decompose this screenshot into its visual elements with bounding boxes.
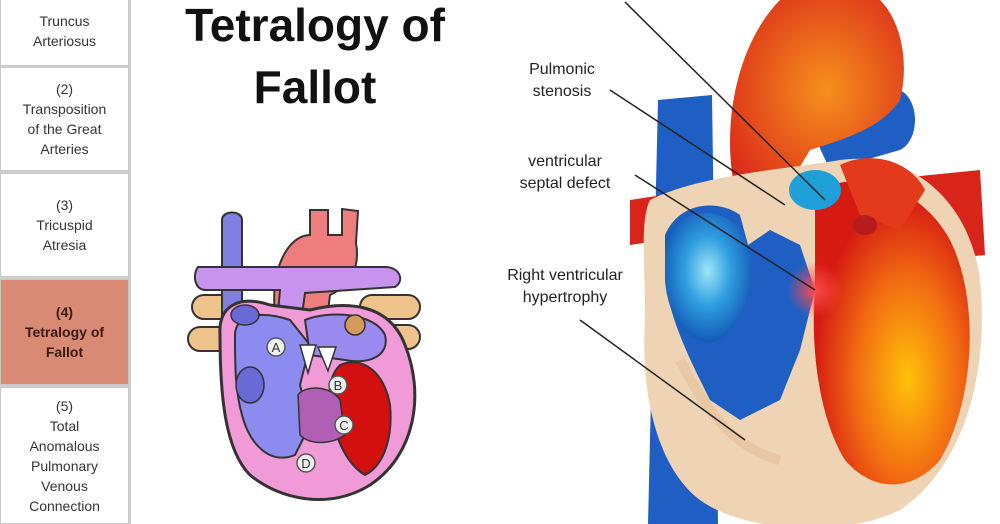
valve-leaflets bbox=[299, 344, 338, 376]
label-pulmonic-1: Pulmonic bbox=[529, 61, 595, 78]
label-rvh-1: Right ventricular bbox=[507, 267, 623, 284]
coronary-sinus-oval bbox=[235, 366, 265, 404]
leader-line-vsd bbox=[634, 174, 816, 291]
svg-text:A: A bbox=[272, 340, 281, 355]
pulmonary-vein-ostium bbox=[344, 314, 366, 336]
sidebar-item-tetralogy-of-fallot[interactable]: (4) Tetralogy of Fallot bbox=[0, 279, 129, 385]
small-heart-diagram: A B C D bbox=[187, 207, 421, 501]
svg-text:B: B bbox=[334, 378, 343, 393]
marker-b: B bbox=[328, 375, 348, 395]
sidebar-item-label: (2) Transposition of the Great Arteries bbox=[22, 81, 107, 157]
marker-a: A bbox=[266, 337, 286, 357]
svg-text:C: C bbox=[339, 418, 348, 433]
marker-d: D bbox=[296, 453, 316, 473]
pulmonary-valve bbox=[853, 215, 877, 235]
label-vsd-1: ventricular bbox=[528, 153, 602, 170]
sidebar-item-tapvc[interactable]: (5) Total Anomalous Pulmonary Venous Con… bbox=[0, 387, 129, 524]
sidebar: Truncus Arteriosus (2) Transposition of … bbox=[0, 0, 131, 524]
sidebar-item-tricuspid-atresia[interactable]: (3) Tricuspid Atresia bbox=[0, 173, 129, 277]
left-atrium bbox=[840, 158, 925, 230]
label-vsd-2: septal defect bbox=[520, 175, 611, 192]
marker-c: C bbox=[334, 415, 354, 435]
right-ventricular-wall bbox=[675, 357, 782, 465]
leader-line-rvh bbox=[579, 319, 746, 441]
sidebar-item-transposition[interactable]: (2) Transposition of the Great Arteries bbox=[0, 67, 129, 171]
large-heart-diagram: Pulmonic stenosis ventricular septal def… bbox=[507, 0, 985, 524]
label-pulmonic-2: stenosis bbox=[533, 83, 592, 100]
page-title: Tetralogy of Fallot bbox=[185, 0, 445, 113]
sidebar-item-label: (5) Total Anomalous Pulmonary Venous Con… bbox=[29, 397, 100, 514]
right-atrium bbox=[665, 213, 751, 342]
leader-line-pulmonic bbox=[609, 89, 786, 206]
ventricular-septum bbox=[297, 387, 346, 444]
sidebar-item-label: (3) Tricuspid Atresia bbox=[36, 197, 93, 253]
label-rvh-2: hypertrophy bbox=[523, 289, 608, 306]
sidebar-item-label: (4) Tetralogy of Fallot bbox=[24, 304, 105, 360]
sidebar-item-truncus-arteriosus[interactable]: Truncus Arteriosus bbox=[0, 0, 129, 66]
vessel-ostium bbox=[230, 304, 260, 326]
sidebar-item-label: Truncus Arteriosus bbox=[32, 13, 97, 49]
leader-line-top bbox=[624, 1, 826, 201]
svg-text:D: D bbox=[301, 456, 310, 471]
left-ventricle bbox=[813, 181, 970, 485]
